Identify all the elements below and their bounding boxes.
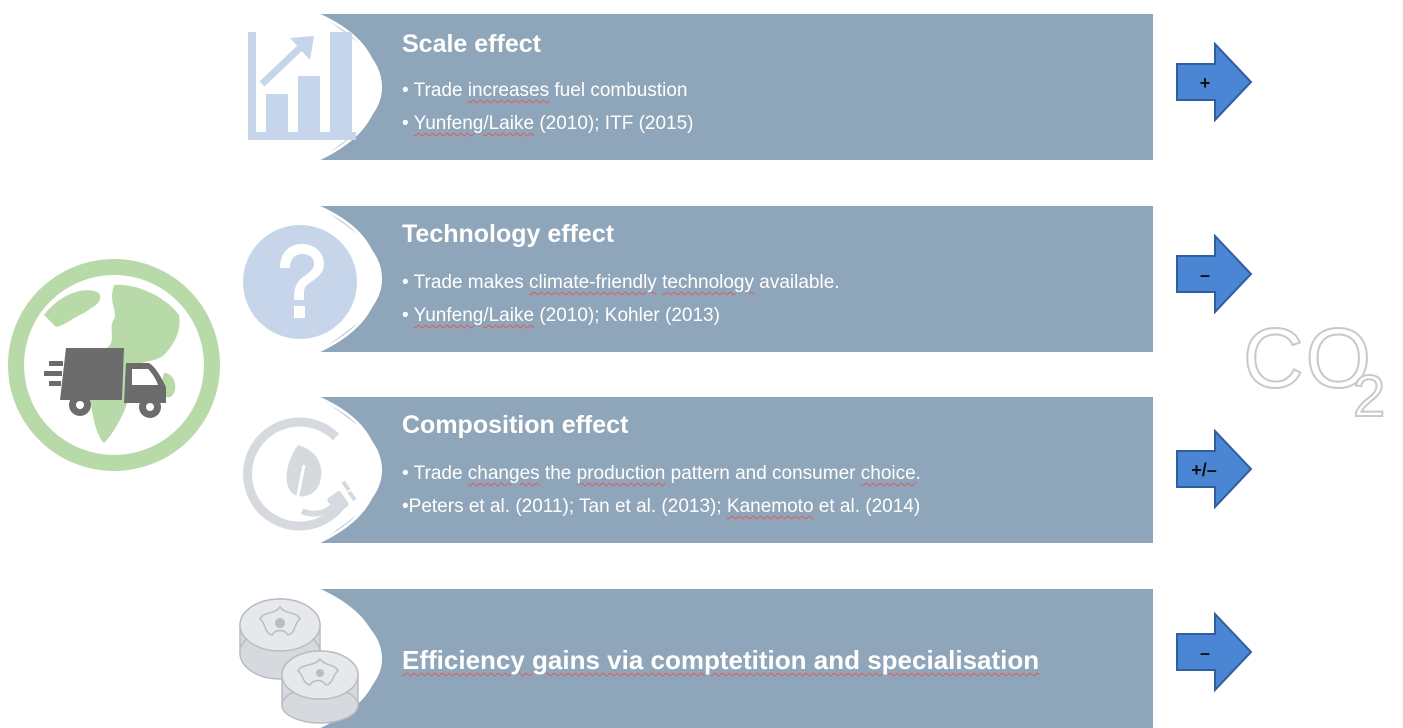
co2-label: CO <box>1242 311 1373 405</box>
effect-row-composition: Composition effect • Trade changes the p… <box>232 397 1156 543</box>
effect-title: Technology effect <box>402 220 615 248</box>
question-mark-icon <box>243 225 357 339</box>
globe-truck-icon <box>8 259 220 471</box>
effect-title: Composition effect <box>402 411 629 439</box>
right-arrow-icon <box>1176 42 1253 122</box>
effect-row-technology: Technology effect • Trade makes climate-… <box>232 206 1156 352</box>
effect-line-1: • Trade increases fuel combustion <box>402 80 688 101</box>
effect-band <box>316 397 1153 543</box>
effect-title: Efficiency gains via comptetition and sp… <box>402 645 1040 675</box>
effect-line-2: • Yunfeng/Laike (2010); Kohler (2013) <box>402 305 720 326</box>
effect-sign: – <box>1199 265 1210 285</box>
interlocking-gears-icon <box>239 598 359 724</box>
effect-line-1: • Trade makes climate-friendly technolog… <box>402 272 840 293</box>
effect-row-efficiency: Efficiency gains via comptetition and sp… <box>232 589 1156 728</box>
right-arrow-icon <box>1176 429 1253 509</box>
effect-sign: +/– <box>1191 460 1217 480</box>
right-arrow-icon <box>1176 612 1253 692</box>
bar-chart-growth-icon <box>248 32 356 140</box>
effect-band <box>232 14 1156 160</box>
effect-title: Scale effect <box>402 30 541 58</box>
effect-sign: – <box>1199 643 1210 663</box>
effect-band <box>316 206 1153 352</box>
effect-sign: + <box>1199 73 1211 93</box>
effect-line-2: •Peters et al. (2011); Tan et al. (2013)… <box>402 496 921 517</box>
effect-line-2: • Yunfeng/Laike (2010); ITF (2015) <box>402 113 694 134</box>
co2-subscript: 2 <box>1352 364 1386 429</box>
effect-line-1: • Trade changes the production pattern a… <box>402 463 921 484</box>
eco-plug-icon <box>243 417 357 531</box>
right-arrow-icon <box>1176 234 1253 314</box>
effect-row-scale: Scale effect • Trade increases fuel comb… <box>232 14 1156 160</box>
